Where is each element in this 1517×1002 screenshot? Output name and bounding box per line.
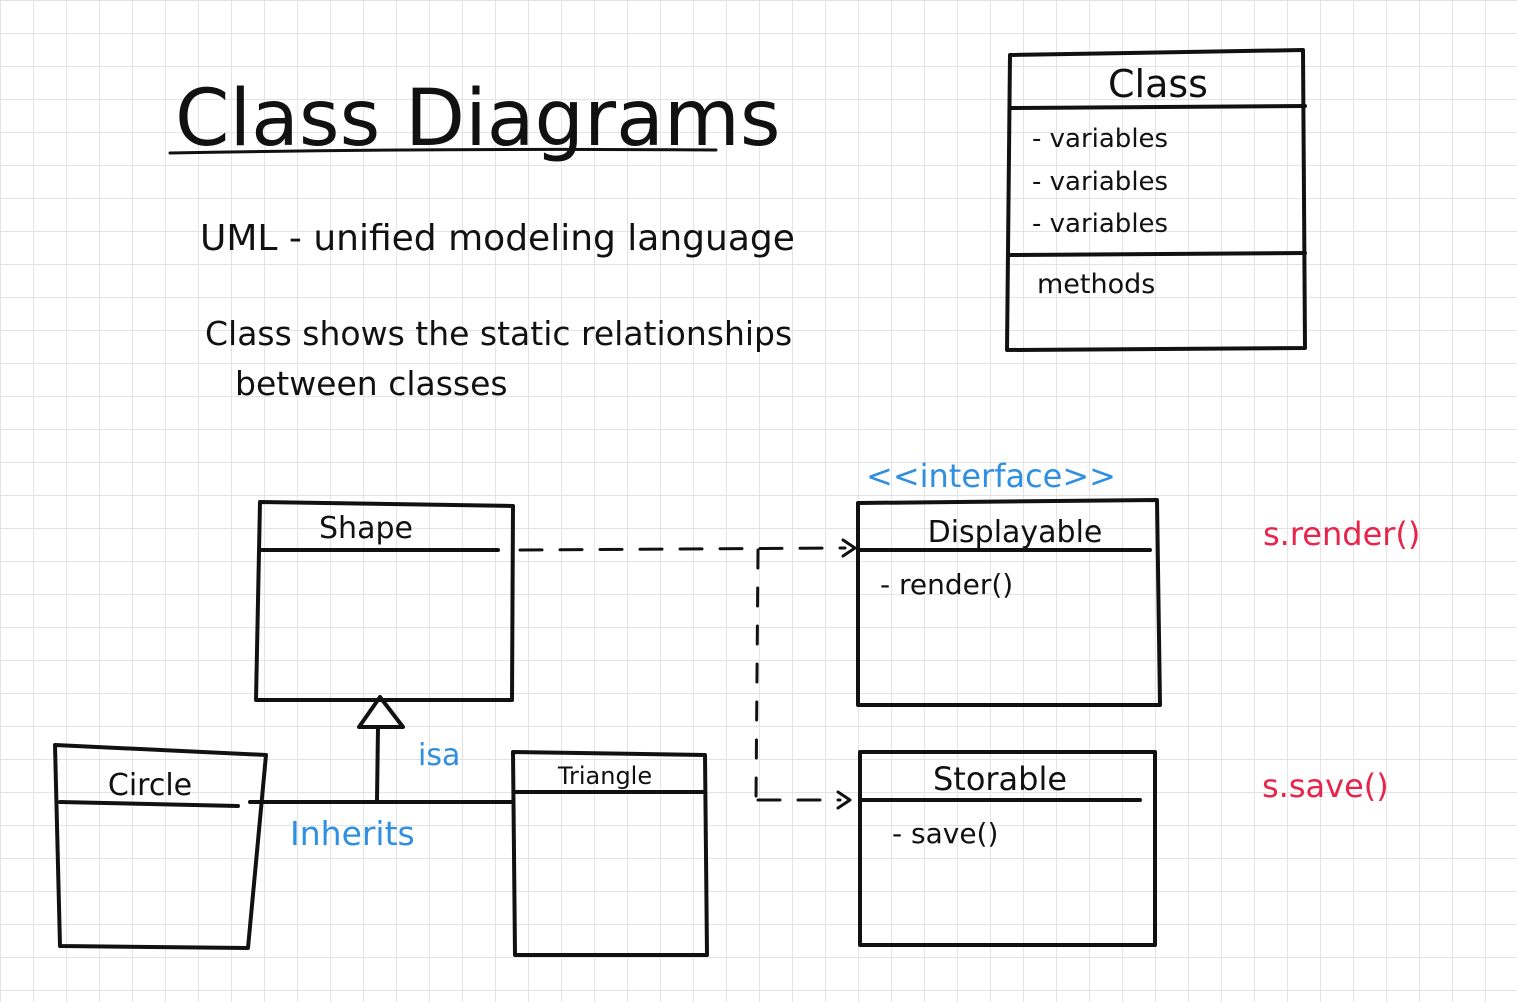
realization-arrowhead-storable — [836, 790, 852, 810]
note-save-call: s.save() — [1262, 767, 1389, 805]
legend-box-outline — [1005, 48, 1307, 352]
class-triangle: Triangle — [511, 750, 709, 957]
circle-box-outline — [53, 743, 268, 950]
description-line-2: between classes — [235, 364, 508, 403]
class-circle: Circle — [53, 743, 268, 950]
legend-methods-divider — [1006, 251, 1307, 257]
shape-box-outline — [254, 500, 515, 702]
class-displayable: Displayable - render() — [856, 498, 1162, 707]
legend-class-name: Class — [1108, 62, 1208, 106]
legend-header-divider — [1008, 104, 1307, 110]
subtitle-uml: UML - unified modeling language — [200, 218, 795, 259]
inheritance-stem — [375, 725, 380, 802]
legend-variable-2: - variables — [1032, 167, 1168, 197]
realization-vertical-line — [754, 548, 760, 802]
description-line-1: Class shows the static relationships — [205, 314, 792, 353]
legend-variable-3: - variables — [1032, 209, 1168, 239]
class-shape: Shape — [254, 500, 515, 702]
shape-class-name: Shape — [319, 511, 413, 546]
circle-header-divider — [58, 800, 240, 808]
circle-class-name: Circle — [108, 768, 192, 803]
isa-label: isa — [418, 738, 460, 773]
legend-class-box: Class - variables - variables - variable… — [1005, 48, 1307, 352]
storable-box-outline — [858, 750, 1157, 947]
realization-arrowhead-displayable — [841, 538, 857, 558]
interface-stereotype: <<interface>> — [866, 457, 1116, 495]
storable-method-save: - save() — [892, 817, 998, 850]
inherits-label: Inherits — [290, 814, 415, 853]
legend-methods-label: methods — [1037, 269, 1155, 300]
storable-class-name: Storable — [933, 760, 1067, 798]
displayable-class-name: Displayable — [928, 515, 1103, 550]
displayable-box-outline — [856, 498, 1162, 707]
triangle-class-name: Triangle — [557, 762, 652, 790]
legend-variable-1: - variables — [1032, 124, 1168, 154]
title-underline — [168, 147, 718, 155]
triangle-box-outline — [511, 750, 709, 957]
note-render-call: s.render() — [1263, 515, 1420, 553]
realization-line-displayable — [518, 546, 847, 552]
inheritance-arrowhead — [357, 695, 405, 729]
class-storable: Storable - save() — [858, 750, 1157, 947]
displayable-method-render: - render() — [880, 568, 1013, 601]
